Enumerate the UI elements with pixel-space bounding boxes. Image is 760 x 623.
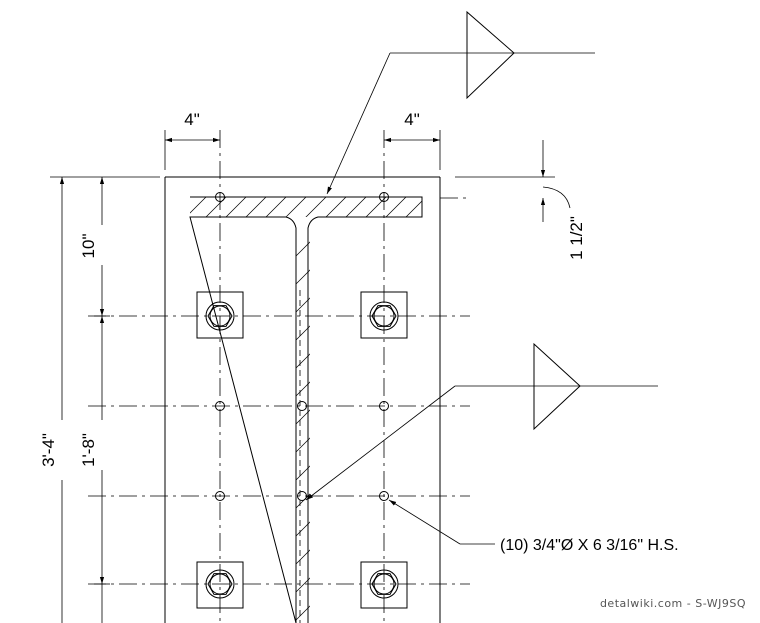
left-dimensions: 10" 1'-8" 3'-4"	[39, 176, 160, 623]
dim-left-edge: 4"	[184, 110, 200, 129]
bolt-bottom-right	[360, 561, 408, 609]
dim-overall: 3'-4"	[39, 433, 58, 467]
flange-offset-dimension: 1 1/2"	[455, 140, 586, 260]
dim-flange-offset: 1 1/2"	[567, 216, 586, 260]
web-hatch	[296, 241, 310, 621]
bolt-top-left	[196, 291, 244, 339]
watermark: detalwiki.com - S-WJ9SQ	[600, 597, 746, 610]
dim-bolt-spacing: 1'-8"	[79, 433, 98, 467]
tee-section	[189, 196, 423, 623]
bolt-bottom-left	[196, 561, 244, 609]
bolt-top-right	[360, 291, 408, 339]
top-dimensions: 4" 4"	[164, 110, 441, 170]
flange-hatch	[190, 197, 422, 217]
anchor-bolts	[196, 291, 408, 609]
weld-symbol-bottom	[305, 342, 658, 501]
bolt-note: (10) 3/4"Ø X 6 3/16" H.S.	[500, 537, 679, 554]
centerlines	[88, 130, 470, 623]
base-plate	[164, 176, 441, 623]
bolt-callout: (10) 3/4"Ø X 6 3/16" H.S.	[388, 499, 679, 554]
holes	[215, 192, 389, 501]
weld-symbol-top	[326, 10, 595, 195]
dim-first-row: 10"	[79, 234, 98, 259]
dim-right-edge: 4"	[404, 110, 420, 129]
